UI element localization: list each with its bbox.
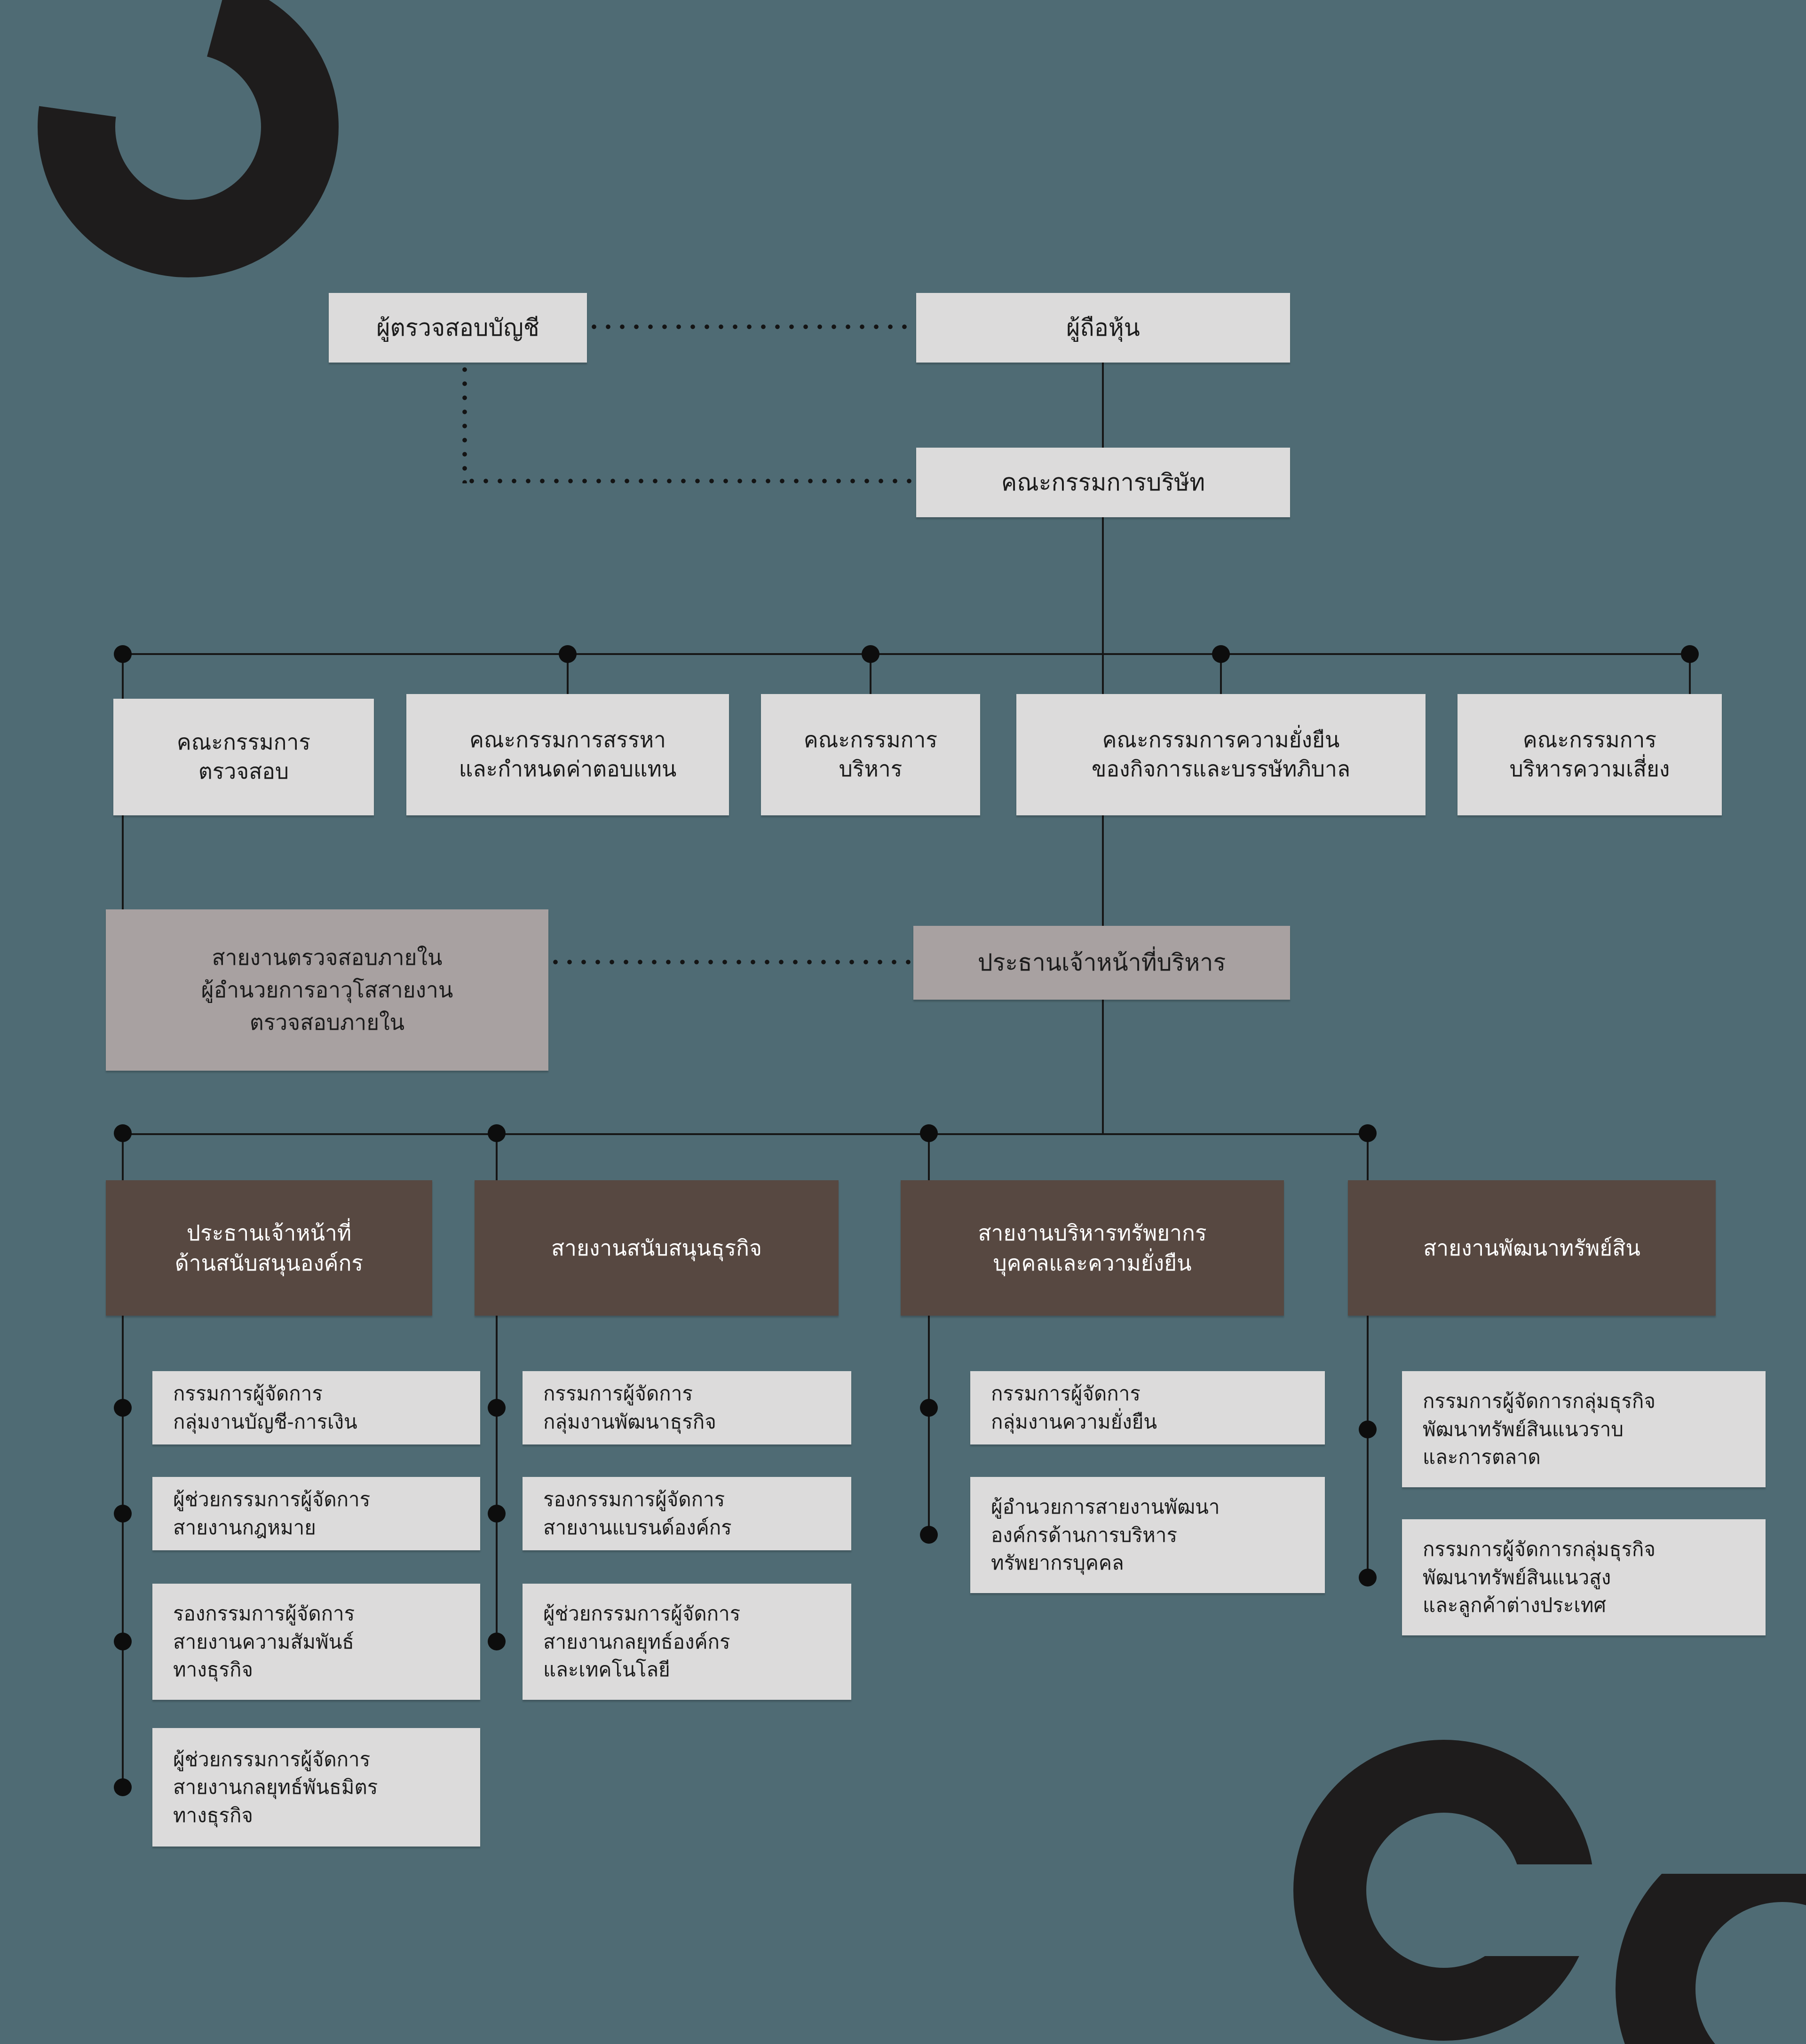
committee-hub-line	[123, 653, 1690, 655]
node-dot	[114, 1399, 132, 1417]
position-box: ผู้อำนวยการสายงานพัฒนา องค์กรด้านการบริห…	[970, 1477, 1325, 1593]
division-line-4	[1367, 1134, 1369, 1578]
committee-box-executive: คณะกรรมการ บริหาร	[761, 694, 980, 815]
ceo-box: ประธานเจ้าหน้าที่บริหาร	[913, 926, 1290, 1000]
node-dot	[1359, 1569, 1377, 1586]
division-box-hr-sustainability: สายงานบริหารทรัพยากร บุคคลและความยั่งยืน	[901, 1180, 1284, 1316]
node-dot	[488, 1124, 506, 1142]
position-box: รองกรรมการผู้จัดการ สายงานความสัมพันธ์ ท…	[152, 1584, 480, 1700]
position-box: ผู้ช่วยกรรมการผู้จัดการ สายงานกลยุทธ์องค…	[523, 1584, 851, 1700]
shareholders-box: ผู้ถือหุ้น	[916, 293, 1290, 363]
ring-bottom-right	[1608, 1740, 1806, 2044]
internal-audit-box: สายงานตรวจสอบภายใน ผู้อำนวยการอาวุโสสายง…	[106, 909, 548, 1071]
node-dot	[1212, 645, 1230, 663]
dotted-connector-audit-ceo	[548, 960, 913, 964]
position-box: กรรมการผู้จัดการกลุ่มธุรกิจ พัฒนาทรัพย์ส…	[1402, 1519, 1766, 1635]
position-box: ผู้ช่วยกรรมการผู้จัดการ สายงานกลยุทธ์พัน…	[152, 1728, 480, 1847]
position-box: กรรมการผู้จัดการ กลุ่มงานบัญชี-การเงิน	[152, 1371, 480, 1444]
committee-box-risk: คณะกรรมการ บริหารความเสี่ยง	[1457, 694, 1722, 815]
node-dot	[114, 645, 132, 663]
division-box-asset-development: สายงานพัฒนาทรัพย์สิน	[1348, 1180, 1716, 1316]
stub-committee-executive	[870, 654, 871, 699]
node-dot	[1681, 645, 1699, 663]
node-dot	[114, 1633, 132, 1650]
node-dot	[920, 1526, 938, 1544]
node-dot	[114, 1778, 132, 1796]
committee-box-nomination: คณะกรรมการสรรหา และกำหนดค่าตอบแทน	[406, 694, 729, 815]
node-dot	[114, 1505, 132, 1523]
stub-committee-risk	[1689, 654, 1691, 699]
dotted-connector-auditor-down	[462, 363, 467, 483]
division-box-business-support: สายงานสนับสนุนธุรกิจ	[475, 1180, 839, 1316]
node-dot	[920, 1399, 938, 1417]
division-hub-line	[123, 1133, 1368, 1135]
position-box: ผู้ช่วยกรรมการผู้จัดการ สายงานกฎหมาย	[152, 1477, 480, 1550]
position-box: รองกรรมการผู้จัดการ สายงานแบรนด์องค์กร	[523, 1477, 851, 1550]
node-dot	[488, 1399, 506, 1417]
committee-box-audit: คณะกรรมการ ตรวจสอบ	[113, 699, 374, 815]
connector-ceo-divisions	[1102, 1000, 1104, 1134]
division-line-2	[496, 1134, 498, 1642]
committee-box-sustainability: คณะกรรมการความยั่งยืน ของกิจการและบรรษัท…	[1016, 694, 1426, 815]
node-dot	[862, 645, 879, 663]
division-box-corporate-support: ประธานเจ้าหน้าที่ ด้านสนับสนุนองค์กร	[106, 1180, 432, 1316]
node-dot	[488, 1633, 506, 1650]
board-box: คณะกรรมการบริษัท	[916, 448, 1290, 517]
node-dot	[114, 1124, 132, 1142]
position-box: กรรมการผู้จัดการกลุ่มธุรกิจ พัฒนาทรัพย์ส…	[1402, 1371, 1766, 1487]
node-dot	[1359, 1124, 1377, 1142]
stub-committee-sustainability	[1220, 654, 1222, 699]
node-dot	[488, 1505, 506, 1523]
dotted-connector-auditor-shareholders	[587, 324, 916, 329]
stub-committee-nomination	[567, 654, 569, 699]
connector-shareholders-board	[1102, 363, 1104, 448]
position-box: กรรมการผู้จัดการ กลุ่มงานความยั่งยืน	[970, 1371, 1325, 1444]
auditor-box: ผู้ตรวจสอบบัญชี	[329, 293, 587, 363]
division-line-1	[122, 1134, 124, 1787]
division-line-3	[928, 1134, 930, 1535]
position-box: กรรมการผู้จัดการ กลุ่มงานพัฒนาธุรกิจ	[523, 1371, 851, 1444]
dotted-connector-auditor-board	[465, 479, 916, 483]
node-dot	[1359, 1421, 1377, 1438]
node-dot	[920, 1124, 938, 1142]
ring-top-left	[0, 0, 339, 277]
ring-bottom-c	[1293, 1740, 1613, 2041]
node-dot	[559, 645, 577, 663]
